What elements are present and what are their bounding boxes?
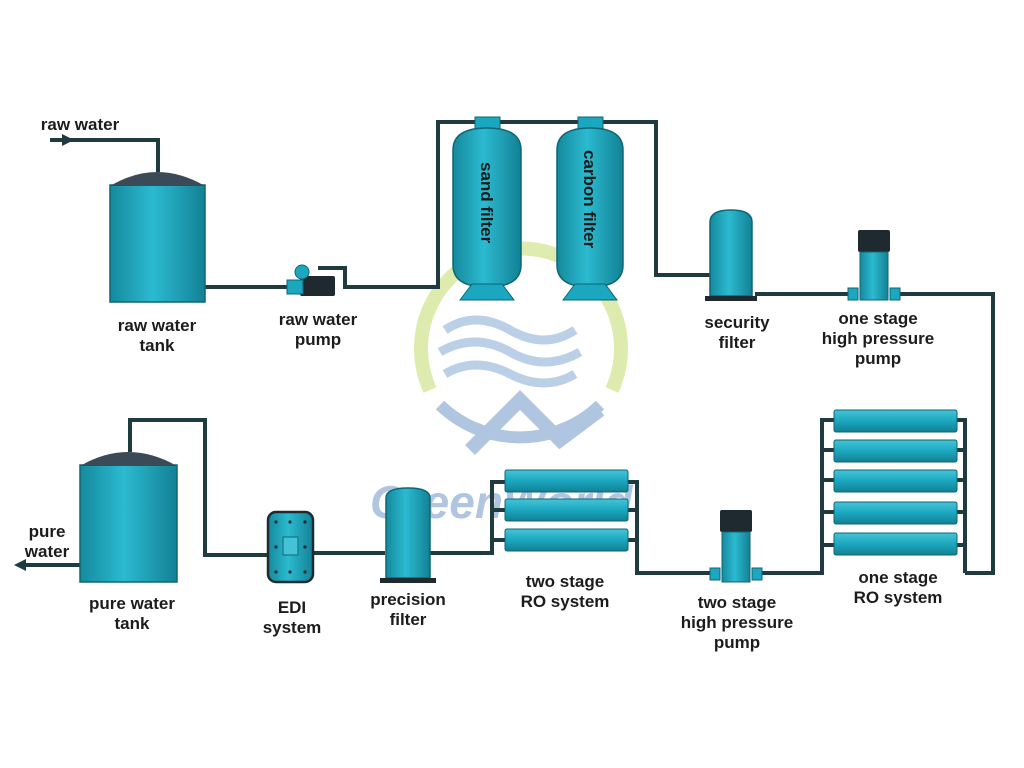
one-stage-ro-system xyxy=(833,409,958,556)
raw-water-pump-label: raw water pump xyxy=(278,310,358,349)
inlet-label: raw water xyxy=(40,115,120,134)
one-stage-ro-label: one stage RO system xyxy=(853,568,943,607)
raw-water-tank-label: raw water tank xyxy=(117,316,197,355)
outlet-arrow-icon xyxy=(14,559,26,571)
sand-filter-label: sand filter xyxy=(477,162,496,244)
carbon-filter: carbon filter xyxy=(556,116,624,301)
edi-system xyxy=(266,510,315,584)
carbon-filter-label: carbon filter xyxy=(580,150,599,249)
security-filter xyxy=(705,209,757,301)
outlet-label: pure water xyxy=(24,522,70,561)
precision-filter xyxy=(380,487,436,583)
two-stage-high-pressure-pump xyxy=(709,510,763,583)
pure-water-tank-label: pure water tank xyxy=(89,594,175,633)
pure-water-tank xyxy=(79,452,178,583)
raw-water-pump xyxy=(286,264,335,296)
two-stage-ro-system xyxy=(504,469,629,552)
one-stage-high-pressure-pump xyxy=(847,230,901,301)
two-stage-ro-label: two stage RO system xyxy=(520,572,610,611)
inlet-arrow-icon xyxy=(62,134,74,146)
raw-water-tank xyxy=(109,172,206,303)
security-filter-label: security filter xyxy=(704,313,770,352)
precision-filter-label: precision filter xyxy=(370,590,446,629)
edi-system-label: EDI system xyxy=(262,598,322,637)
one-stage-hp-pump-label: one stage high pressure pump xyxy=(821,309,935,368)
sand-filter: sand filter xyxy=(452,116,522,301)
two-stage-hp-pump-label: two stage high pressure pump xyxy=(680,593,794,652)
